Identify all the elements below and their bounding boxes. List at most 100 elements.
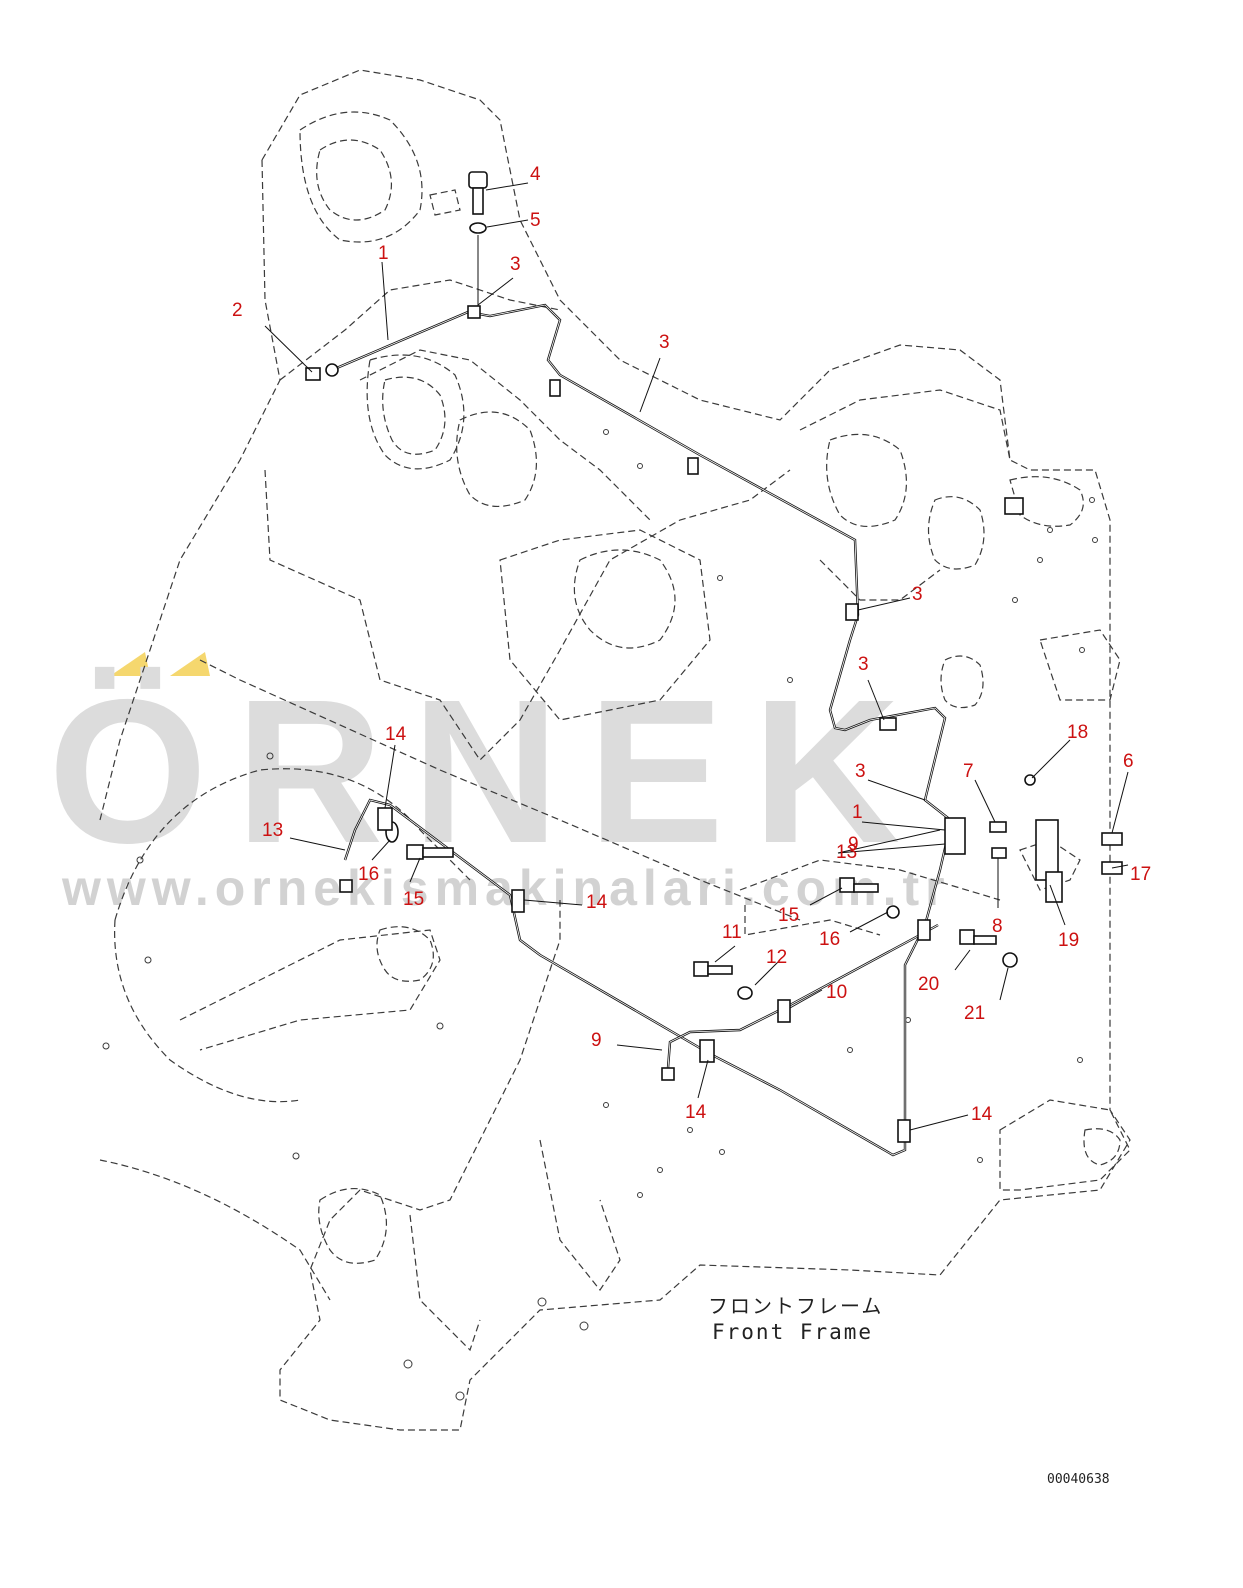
bolt-hole [1077,1057,1083,1063]
clamp [687,457,699,475]
frame-label: フロントフレーム Front Frame [708,1294,883,1344]
bolt-hole [603,1102,609,1108]
callout-label: 12 [766,947,787,968]
bolt-hole [266,752,274,760]
bolt-hole [403,1359,413,1369]
callout-label: 1 [378,243,389,264]
leader-line [616,1044,663,1051]
callout-label: 17 [1130,864,1151,885]
callout-label: 14 [685,1102,707,1123]
callout-label: 18 [1067,722,1088,743]
bolt-shank [707,965,733,975]
frame-label-japanese: フロントフレーム [708,1294,883,1318]
callout-label: 21 [964,1003,985,1024]
callout-label: 14 [971,1104,993,1125]
elbow-fitting [661,1067,675,1081]
clamp [897,1119,911,1143]
leader-line [371,839,391,861]
leader-line [1049,884,1066,926]
bolt-hole [136,856,144,864]
bolt-hole [436,1022,444,1030]
bolt-head [839,877,855,893]
callout-label: 3 [510,254,521,275]
clamp [549,379,561,397]
callout-label: 11 [722,922,742,943]
elbow-fitting [339,879,353,893]
bolt-hole [1079,647,1085,653]
pipe-upper-core [331,304,966,831]
leader-line [384,744,396,809]
clamp [845,603,859,621]
callout-label: 1 [852,802,863,823]
washer [469,222,487,234]
leader-line [477,277,514,306]
bolt-hole [977,1157,983,1163]
bolt-head [406,844,424,860]
leader-line [1111,771,1129,834]
nipple [991,847,1007,859]
leader-line [714,945,736,963]
bolt-hole [719,1149,725,1155]
bolt-hole [787,677,793,683]
leader-line [809,887,843,906]
bolt-hole [1092,537,1098,543]
callout-label: 15 [403,889,424,910]
leader-line [789,989,823,1009]
bolt-hole [102,1042,110,1050]
leader-line [523,899,583,906]
bolt-shank [422,847,454,858]
leader-line [861,821,946,831]
callout-label: 6 [1123,751,1134,772]
fittings-and-clamps [305,171,1123,1143]
callout-label: 9 [591,1030,602,1051]
callout-label: 3 [855,761,866,782]
bolt-shank [973,935,997,945]
leader-line [697,1059,709,1099]
bolt-hole [637,463,643,469]
clamp [377,807,393,831]
callout-leaders [264,182,1129,1131]
bolt-hole [687,1127,693,1133]
washer [737,986,753,1000]
bolt-hole [603,429,609,435]
callout-label: 7 [963,761,974,782]
clamp [699,1039,715,1063]
callout-label: 5 [530,210,541,231]
clamp [467,305,481,319]
leader-line [974,779,996,823]
callout-label: 13 [262,820,283,841]
leader-line [486,219,529,228]
front-frame-outline [99,69,1131,1431]
branch-block [944,817,966,855]
callout-label: 4 [530,164,541,185]
callout-label: 16 [819,929,840,950]
callout-label: 14 [586,892,608,913]
bolt-hole [1037,557,1043,563]
callout-numbers: 1 2 3 4 5 3 3 3 3 1 9 7 18 6 17 14 13 16… [232,164,1151,1125]
bolt-hole [455,1391,465,1401]
bolt-head [468,171,488,189]
bolt-hole [1012,597,1018,603]
washer [1002,952,1018,968]
adapter [1101,832,1123,846]
leader-line [381,261,389,341]
callout-label: 20 [918,974,939,995]
grease-fitting [1004,497,1024,515]
leader-line [837,843,946,854]
bolt-shank [472,187,484,215]
bolt-hole [847,1047,853,1053]
bolt-hole [905,1017,911,1023]
bolt-hole [537,1297,547,1307]
leader-line [639,357,661,413]
frame-bolt-holes [102,429,1098,1401]
grease-fitting [305,367,321,381]
bolt-head [959,929,975,945]
watermark-accent-mark [170,652,210,676]
bolt-hole [579,1321,589,1331]
leader-line [849,911,889,933]
callout-label: 3 [858,654,869,675]
bracket [1035,819,1059,881]
bracket-plate [1045,871,1063,903]
watermark-url: www.ornekismakinalari.com.tr [61,860,951,916]
